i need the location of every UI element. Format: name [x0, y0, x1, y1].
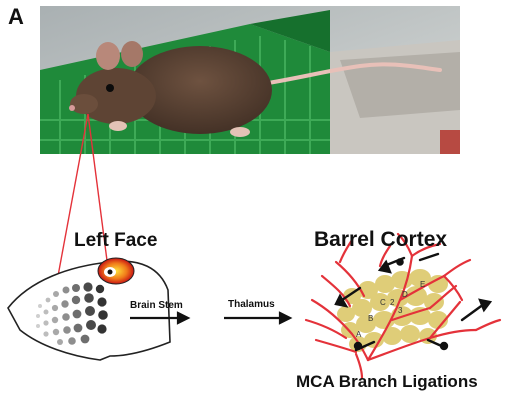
barrel-letter-b: B: [368, 314, 373, 323]
barrel-number-3: 3: [398, 306, 402, 315]
barrel-letter-a: A: [356, 330, 361, 339]
barrel-cortex-title: Barrel Cortex: [314, 228, 447, 252]
barrel-letter-d: D: [402, 290, 408, 299]
panel-letter: A: [8, 4, 24, 30]
barrel-letter-e: E: [420, 280, 425, 289]
arrow-thalamus: [224, 313, 290, 323]
brain-stem-label: Brain Stem: [130, 300, 183, 311]
barrel-number-2: 2: [390, 298, 394, 307]
mca-ligations-label: MCA Branch Ligations: [296, 372, 478, 392]
thalamus-label: Thalamus: [228, 299, 275, 310]
barrel-cortex-diagram: [306, 234, 500, 378]
left-face-label: Left Face: [74, 230, 157, 252]
barrel-letter-c: C: [380, 298, 386, 307]
mouse-photo: [40, 6, 460, 154]
